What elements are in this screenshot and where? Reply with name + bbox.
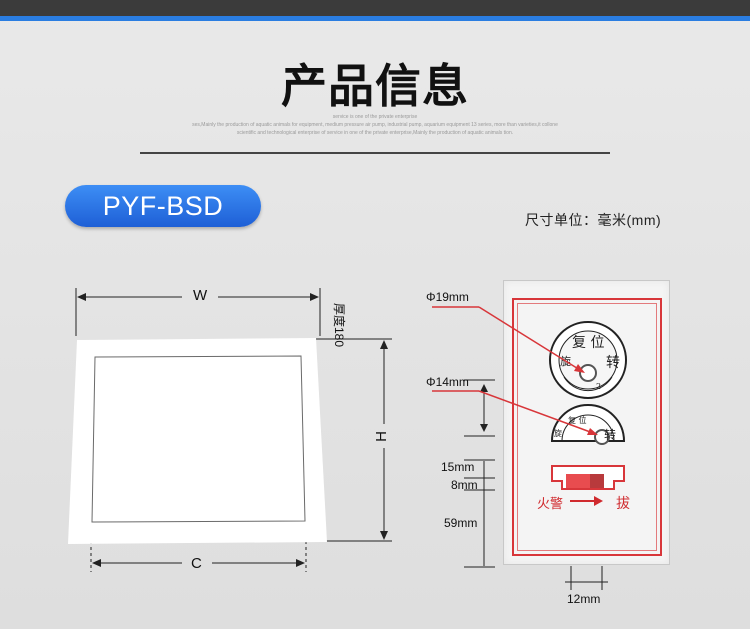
subtitle-line-1: service is one of the private enterprise — [332, 114, 418, 120]
w-arrow-left — [77, 293, 86, 301]
phi19-label: Φ19mm — [426, 290, 469, 304]
dim-59-label: 59mm — [444, 516, 478, 530]
alarm-label: 火警 — [537, 497, 564, 512]
pull-tab-red — [566, 474, 590, 488]
pull-label: 拔 — [616, 496, 630, 512]
subtitle-line-2: ses,Mainly the production of aquatic ani… — [192, 122, 558, 128]
knob2-left-text: 旋 — [554, 429, 562, 438]
dim-12-label: 12mm — [567, 592, 601, 606]
top-bar — [0, 0, 750, 16]
phi19-arrow — [574, 364, 585, 373]
device-face — [91, 355, 306, 523]
model-badge: PYF-BSD — [65, 185, 261, 227]
title-divider — [140, 152, 610, 154]
alarm-panel: 复 位 旋 转 2 复 位 旋 转 火警 拔 — [503, 280, 670, 565]
alarm-arrow — [594, 496, 603, 506]
knob1-right-text: 转 — [606, 355, 620, 371]
c-arrow-left — [92, 559, 101, 567]
page-title: 产品信息 — [281, 59, 469, 113]
panel-red-frame — [512, 298, 662, 556]
subtitle-line-3: scientific and technological enterprise … — [236, 130, 514, 136]
phi14-arrow-red — [587, 428, 598, 435]
phi14-arrow-top — [480, 384, 488, 392]
cutout-label: C — [191, 555, 202, 572]
knob2-right-text: 转 — [604, 428, 617, 442]
dim-15-label: 15mm — [441, 460, 475, 474]
unit-note: 尺寸单位：毫米(mm) — [525, 212, 662, 228]
pull-tab-dark — [590, 474, 604, 488]
phi14-arrow-bottom — [480, 424, 488, 432]
top-accent-line — [0, 16, 750, 21]
h-arrow-top — [380, 340, 388, 349]
phi14-leader — [478, 390, 594, 434]
reset-knob-hole — [579, 364, 597, 382]
knob1-top-text: 复 位 — [572, 335, 605, 351]
c-arrow-right — [296, 559, 305, 567]
phi14-label: Φ14mm — [426, 375, 469, 389]
w-arrow-right — [310, 293, 319, 301]
knob1-bottom-text: 2 — [596, 382, 602, 391]
knob2-top-text: 复 位 — [568, 416, 587, 425]
second-knob-hole — [594, 429, 610, 445]
panel-graphics — [549, 321, 627, 506]
reset-knob-ring — [558, 330, 618, 390]
dim-8-label: 8mm — [451, 478, 478, 492]
h-arrow-bottom — [380, 531, 388, 540]
width-label: W — [193, 287, 208, 304]
phi19-leader — [478, 306, 581, 371]
